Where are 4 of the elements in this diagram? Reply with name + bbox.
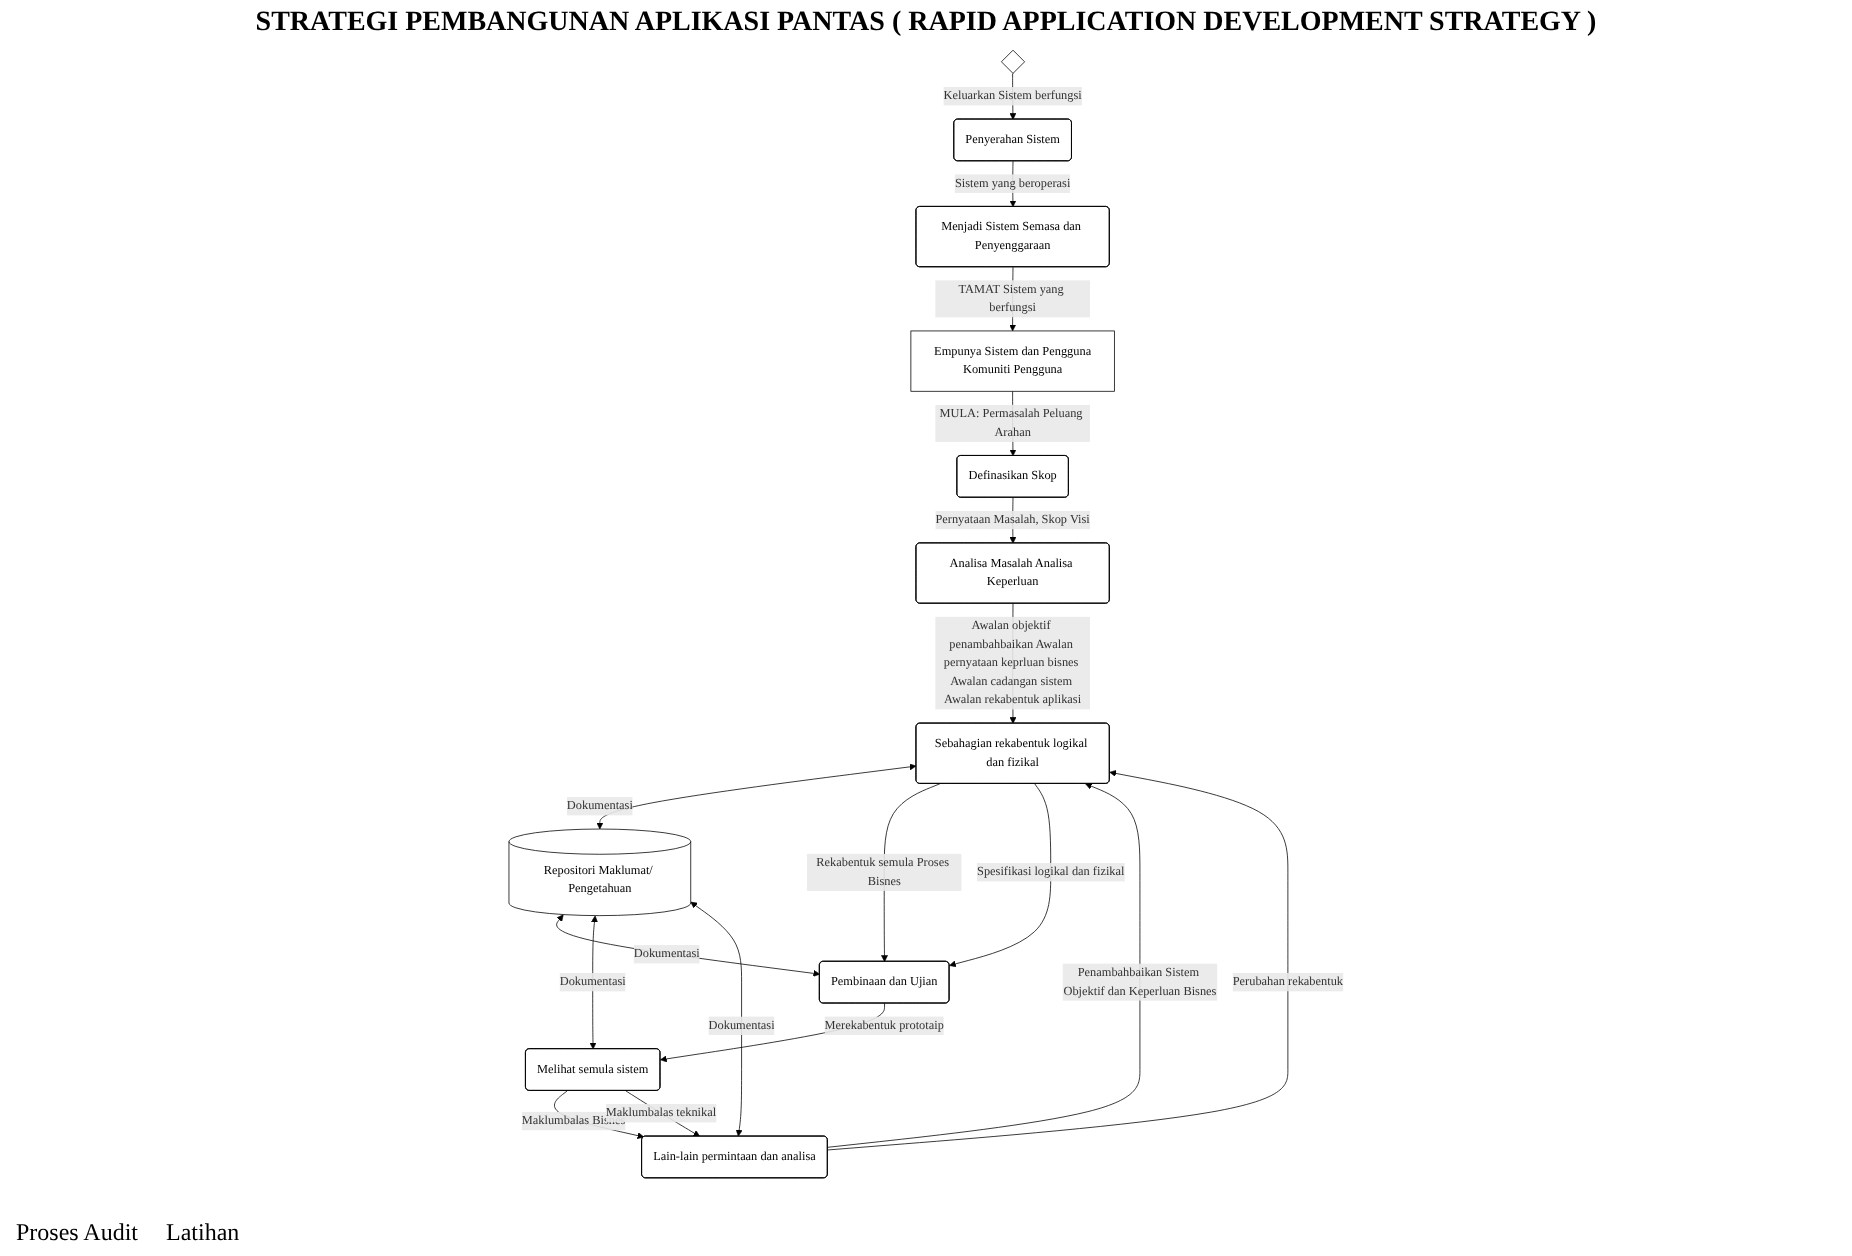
note-text: Latihan	[166, 1218, 240, 1248]
diagram-title: STRATEGI PEMBANGUNAN APLIKASI PANTAS ( RAPID APPLICATION DEVELOPMENT STRATEGY )	[253, 8, 1599, 40]
node-diamond	[1001, 49, 1025, 74]
note-text: Proses Audit	[16, 1218, 139, 1248]
